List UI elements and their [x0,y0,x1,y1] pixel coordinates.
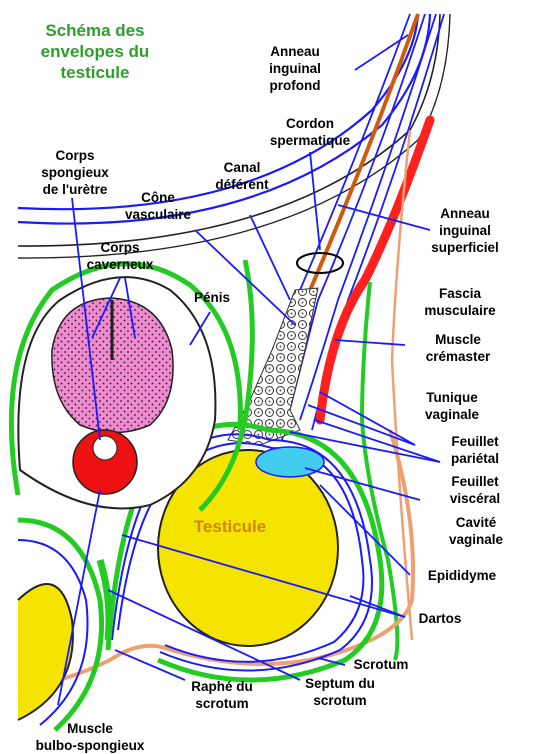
label-anneau-superficiel-1: Anneau [440,206,490,221]
label-corps-caverneux-1: Corps [100,240,139,255]
label-testicule: Testicule [194,517,266,536]
label-canal-2: déférent [215,177,269,192]
title: Schéma des envelopes du testicule [41,21,150,82]
title-line-3: testicule [61,63,130,82]
label-parietal-1: Feuillet [451,434,499,449]
label-fascia-1: Fascia [439,286,482,301]
label-fascia-2: musculaire [424,303,496,318]
title-line-2: envelopes du [41,42,150,61]
label-cavite-1: Cavité [456,515,497,530]
label-cremaster-1: Muscle [435,332,481,347]
label-dartos: Dartos [419,611,462,626]
arrow-cremaster [335,340,405,345]
label-cone-1: Cône [141,190,175,205]
label-cavite-2: vaginale [449,532,504,547]
label-tunique-1: Tunique [426,390,478,405]
label-epididyme: Epididyme [428,568,497,583]
label-anneau-profond-2: inguinal [269,61,321,76]
label-canal-1: Canal [224,160,261,175]
label-anneau-profond-3: profond [270,78,321,93]
label-corps-spongieux-1: Corps [55,148,94,163]
label-corps-spongieux-3: de l'urètre [43,182,108,197]
label-tunique-2: vaginale [425,407,480,422]
arrow-cordon [310,152,320,250]
label-corps-spongieux-2: spongieux [41,165,109,180]
label-scrotum: Scrotum [354,657,409,672]
label-cremaster-2: crémaster [426,349,491,364]
title-line-1: Schéma des [45,21,144,40]
urethra [93,436,117,460]
label-visceral-1: Feuillet [451,474,499,489]
label-visceral-2: viscéral [450,491,500,506]
label-cone-2: vasculaire [125,207,192,222]
label-septum-1: Septum du [305,676,375,691]
label-cordon-2: spermatique [270,133,351,148]
label-anneau-superficiel-3: superficiel [431,240,499,255]
label-muscle-bulbo-1: Muscle [67,721,113,736]
label-muscle-bulbo-2: bulbo-spongieux [36,738,145,753]
label-parietal-2: pariétal [451,451,499,466]
label-cordon-1: Cordon [286,116,334,131]
vaginal-cavity [256,447,324,477]
label-anneau-profond-1: Anneau [270,44,320,59]
label-corps-caverneux-2: caverneux [87,257,154,272]
label-septum-2: scrotum [313,693,366,708]
label-raphe-1: Raphé du [191,679,253,694]
label-penis: Pénis [194,290,230,305]
label-raphe-2: scrotum [195,696,248,711]
label-anneau-superficiel-2: inguinal [439,223,491,238]
